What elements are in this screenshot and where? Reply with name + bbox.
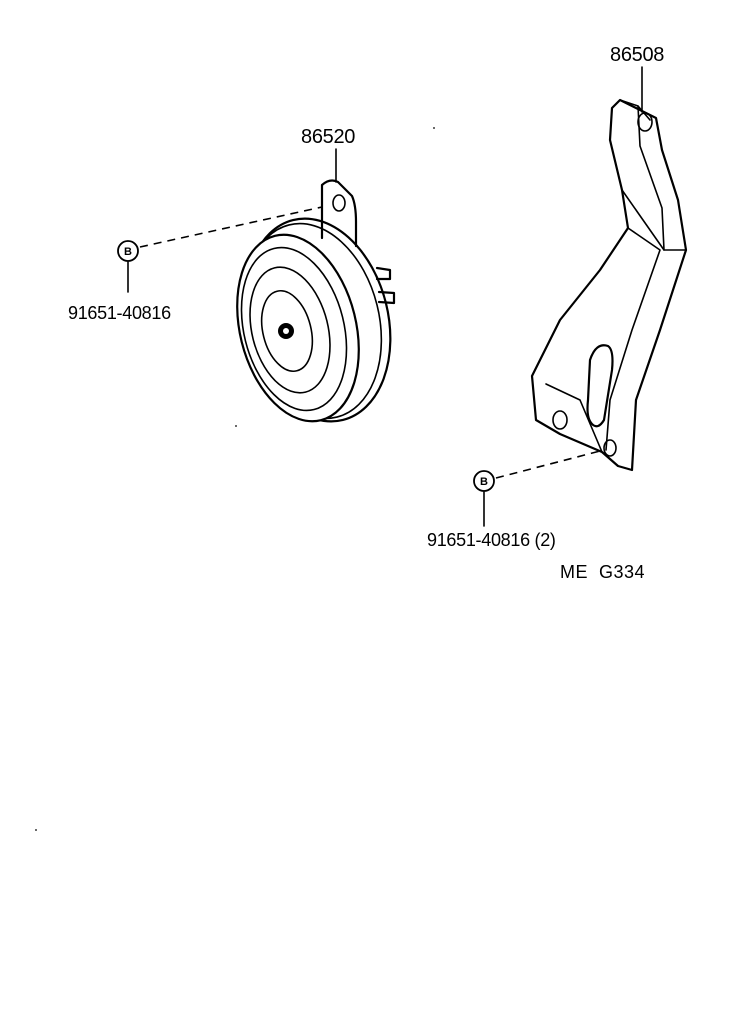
horn-part-number: 86520	[301, 126, 355, 148]
bracket-bottom-hole-left	[552, 410, 568, 430]
horn-terminal-lower	[377, 290, 396, 305]
bracket-fold-line-2	[621, 189, 687, 251]
horn-terminal-upper	[375, 266, 392, 281]
horn-tab-hole	[332, 194, 346, 212]
bracket-bottom-hole-right	[603, 439, 617, 457]
horn-bolt-dashed-line	[139, 206, 323, 248]
horn-face-ring-2	[249, 266, 331, 394]
bracket-illustration	[530, 98, 688, 472]
bracket-part-number: 86508	[610, 44, 664, 66]
bolt-marker-letter: B	[124, 246, 132, 258]
scan-speck	[35, 829, 37, 831]
horn-face-ring-1	[240, 246, 348, 412]
bracket-slot	[586, 344, 614, 428]
horn-mounting-tab	[320, 179, 358, 248]
bracket-fold-line-3	[605, 227, 661, 451]
bracket-foot-line	[545, 383, 603, 453]
horn-bolt-part-number: 91651-40816	[68, 303, 171, 323]
bracket-bolt-marker: B	[473, 470, 495, 492]
horn-bolt-marker: B	[117, 240, 139, 262]
bracket-bolt-part-number: 91651-40816 (2)	[427, 530, 556, 550]
horn-center-nut-hole	[283, 328, 289, 334]
bracket-top-hole	[637, 112, 653, 132]
scan-speck	[235, 425, 237, 427]
bolt-marker-letter: B	[480, 476, 488, 488]
horn-face-ring-3	[260, 289, 314, 373]
horn-illustration	[236, 179, 396, 423]
scan-speck	[433, 127, 435, 129]
bracket-outline	[530, 98, 688, 472]
figure-code: ME G334	[560, 562, 645, 582]
bolt-marker-circle	[473, 470, 495, 492]
bracket-bolt-dashed-line	[495, 449, 605, 479]
bolt-marker-circle	[117, 240, 139, 262]
